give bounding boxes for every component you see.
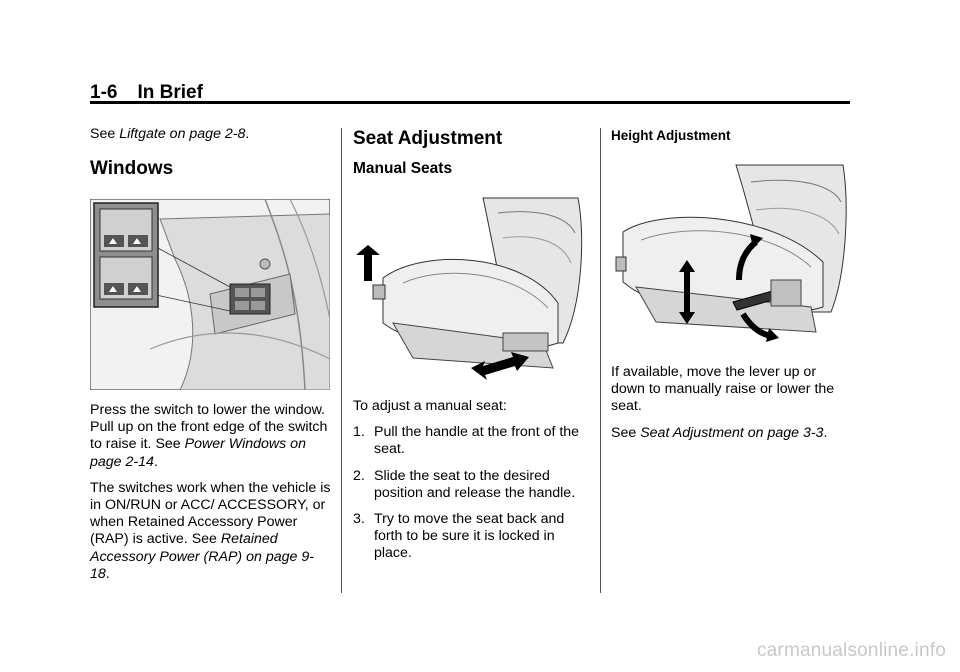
list-item: 2. Slide the seat to the desired position…: [353, 468, 593, 502]
seat-height-lever-illustration: [615, 164, 847, 342]
power-windows-link[interactable]: Power Windows on page 2-14: [90, 436, 306, 470]
punctuation: .: [153, 453, 158, 470]
step-number: 3.: [353, 511, 365, 528]
step-text: Try to move the seat back and forth to b…: [374, 511, 565, 562]
see-label: See: [611, 424, 637, 441]
paragraph-text: Press the switch to lower the window. Pu…: [90, 402, 328, 453]
manual-seat-illustration: [356, 197, 583, 380]
height-adjustment-paragraph: If available, move the lever up or down …: [611, 364, 835, 415]
manual-seats-body: To adjust a manual seat: 1. Pull the hand…: [353, 398, 593, 572]
height-adjustment-heading: Height Adjustment: [611, 128, 731, 143]
windows-paragraph-2: The switches work when the vehicle is in…: [90, 480, 333, 583]
seat-adjustment-link[interactable]: Seat Adjustment on page 3-3: [640, 424, 824, 441]
step-number: 1.: [353, 424, 365, 441]
step-text: Pull the handle at the front of the seat…: [374, 424, 580, 458]
watermark-text: carmanualsonline.info: [756, 640, 946, 661]
list-item: 3. Try to move the seat back and forth to…: [353, 511, 593, 563]
retained-accessory-power-link[interactable]: Retained Accessory Power (RAP) on page 9…: [90, 531, 314, 582]
list-item: 1. Pull the handle at the front of the se…: [353, 424, 593, 458]
column-divider-1: [341, 128, 342, 593]
windows-paragraph-1: Press the switch to lower the window. Pu…: [90, 402, 333, 471]
punctuation: .: [105, 565, 110, 582]
liftgate-reference: See Liftgate on page 2-8.: [90, 126, 330, 143]
height-adjustment-body: If available, move the lever up or down …: [611, 364, 851, 451]
liftgate-link[interactable]: Liftgate on page 2-8: [119, 126, 246, 142]
seat-adjustment-heading: Seat Adjustment: [353, 128, 503, 149]
paragraph-text: The switches work when the vehicle is in…: [90, 479, 331, 548]
punctuation: .: [245, 126, 250, 142]
page-header: 1-6 In Brief: [90, 82, 203, 104]
punctuation: .: [823, 424, 828, 441]
see-label: See: [90, 126, 116, 142]
manual-seats-heading: Manual Seats: [353, 160, 453, 177]
manual-seats-intro: To adjust a manual seat:: [353, 398, 507, 414]
seat-adjustment-reference: See Seat Adjustment on page 3-3.: [611, 425, 851, 442]
windows-body: Press the switch to lower the window. Pu…: [90, 402, 333, 592]
section-title: In Brief: [137, 82, 203, 103]
page-number: 1-6: [90, 82, 118, 103]
column-divider-2: [600, 128, 601, 593]
header-rule: [90, 101, 850, 104]
manual-seat-steps: 1. Pull the handle at the front of the se…: [353, 424, 593, 562]
step-number: 2.: [353, 467, 365, 484]
windows-heading: Windows: [90, 158, 174, 179]
power-window-switch-illustration: [90, 199, 330, 390]
step-text: Slide the seat to the desired position a…: [374, 467, 576, 501]
